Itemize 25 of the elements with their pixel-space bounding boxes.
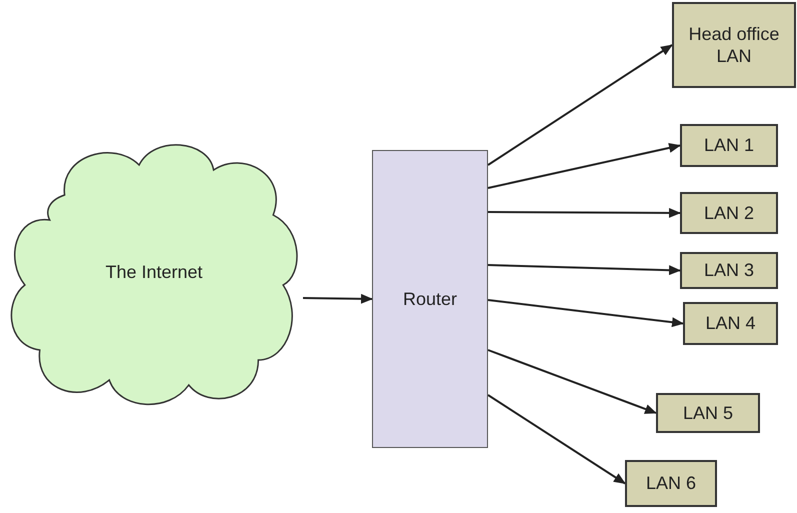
lan-box bbox=[672, 2, 796, 88]
node-label: LAN 2 bbox=[702, 202, 756, 224]
arrow bbox=[488, 143, 681, 189]
node-label: Head office LAN bbox=[688, 22, 780, 68]
arrow bbox=[488, 264, 681, 276]
arrow bbox=[302, 294, 373, 304]
arrow bbox=[488, 299, 684, 328]
arrow bbox=[487, 44, 673, 166]
node-label: LAN 4 bbox=[704, 312, 757, 335]
node-label: LAN 1 bbox=[702, 134, 756, 157]
arrow bbox=[487, 394, 626, 484]
lan-box bbox=[683, 302, 778, 345]
node-label: LAN 5 bbox=[682, 402, 734, 424]
lan-box bbox=[680, 124, 778, 167]
arrow bbox=[488, 208, 681, 218]
lan-box bbox=[625, 460, 717, 507]
node-label: Router bbox=[402, 288, 458, 310]
lan-box bbox=[680, 252, 778, 289]
router-box bbox=[372, 150, 488, 448]
lan-box bbox=[656, 393, 760, 433]
lan-box bbox=[680, 192, 778, 234]
node-label: LAN 3 bbox=[702, 259, 756, 282]
node-label: The Internet bbox=[104, 261, 204, 284]
node-label: LAN 6 bbox=[644, 472, 698, 495]
arrow bbox=[488, 349, 657, 414]
